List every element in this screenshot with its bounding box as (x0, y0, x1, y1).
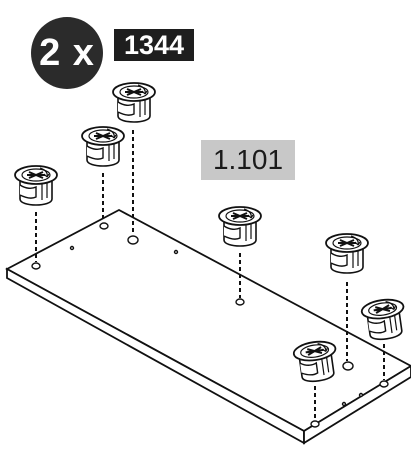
step-label: 1.101 (201, 140, 295, 180)
quantity-badge: 2 x (31, 17, 103, 89)
cam-lock-fitting-icon (112, 82, 156, 123)
cam-lock-fitting-icon (325, 233, 369, 274)
dashed-guide-lines (35, 130, 385, 420)
cam-lock-fitting-icon (359, 296, 409, 343)
cam-lock-fitting-icon (218, 206, 262, 247)
part-number-badge: 1344 (114, 29, 194, 61)
board-holes (31, 222, 389, 428)
cam-lock-fitting-icon (14, 165, 58, 206)
cam-lock-fitting-icon (81, 126, 125, 167)
